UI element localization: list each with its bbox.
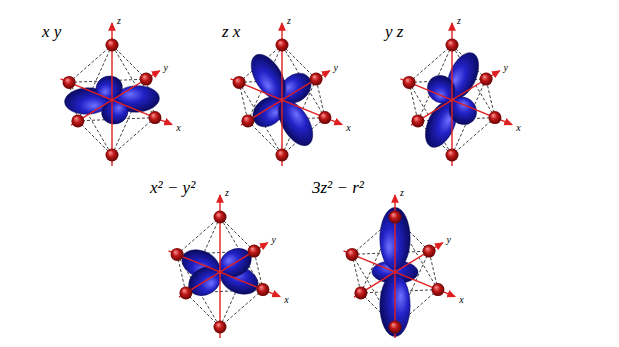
- ligand-ball: [248, 245, 261, 258]
- orbital-lobe: [272, 95, 320, 152]
- ligand-ball: [403, 76, 416, 89]
- orbital-figure: [344, 195, 456, 338]
- axis-label: x: [345, 122, 351, 133]
- ligand-ball: [276, 39, 289, 52]
- ligand-ball: [423, 245, 436, 258]
- ligand-ball: [411, 114, 424, 127]
- ligand-ball: [480, 73, 493, 86]
- ligand-ball: [488, 111, 501, 124]
- octahedron-edge: [186, 293, 220, 327]
- ligand-ball: [346, 248, 359, 261]
- ligand-ball: [214, 211, 227, 224]
- orbital-label: y z: [385, 22, 403, 42]
- axis-label: z: [224, 187, 230, 198]
- axis-label: x: [283, 294, 289, 305]
- ligand-ball: [148, 111, 161, 124]
- orbital-lobe: [244, 49, 292, 106]
- orbital-label: z x: [222, 22, 240, 42]
- ligand-ball: [171, 248, 184, 261]
- axis-label: x: [515, 122, 521, 133]
- axis-label: z: [399, 187, 405, 198]
- axis-arrow: [354, 243, 443, 297]
- orbital-label: 3z² − r²: [312, 178, 364, 198]
- ligand-ball: [389, 211, 402, 224]
- ligand-ball: [71, 114, 84, 127]
- axis-arrow: [71, 71, 160, 125]
- orbital-figure: [169, 195, 281, 338]
- axis-label: z: [286, 15, 292, 26]
- ligand-ball: [446, 39, 459, 52]
- octahedron-edge: [78, 121, 112, 155]
- axis-label: z: [456, 15, 462, 26]
- ligand-ball: [106, 149, 119, 162]
- ligand-ball: [389, 321, 402, 334]
- ligand-ball: [256, 283, 269, 296]
- orbital-lobe: [94, 73, 125, 102]
- octahedron-edge: [220, 217, 254, 251]
- orbital-label: x² − y²: [150, 178, 195, 198]
- orbital-figure: [231, 23, 343, 166]
- ligand-ball: [179, 286, 192, 299]
- axis-label: z: [116, 15, 122, 26]
- ligand-ball: [354, 286, 367, 299]
- ligand-ball: [140, 73, 153, 86]
- ligand-ball: [63, 76, 76, 89]
- orbital-lobe: [99, 98, 130, 127]
- ligand-ball: [446, 149, 459, 162]
- ligand-ball: [106, 39, 119, 52]
- octahedron-edge: [177, 217, 220, 254]
- orbital-figure: [61, 23, 173, 166]
- ligand-ball: [318, 111, 331, 124]
- axis-arrow: [179, 243, 268, 297]
- orbital-lobe: [422, 70, 461, 109]
- ligand-ball: [431, 283, 444, 296]
- octahedron-edge: [112, 45, 146, 79]
- axis-label: y: [270, 234, 276, 245]
- axis-label: y: [445, 234, 451, 245]
- axis-label: y: [502, 62, 508, 73]
- axis-arrow: [241, 71, 330, 125]
- ligand-ball: [276, 149, 289, 162]
- ligand-ball: [241, 114, 254, 127]
- orbital-label: x y: [42, 22, 61, 42]
- ligand-ball: [233, 76, 246, 89]
- ligand-ball: [214, 321, 227, 334]
- axis-label: x: [458, 294, 464, 305]
- orbital-figure: [401, 23, 513, 166]
- axis-label: y: [162, 62, 168, 73]
- ligand-ball: [310, 73, 323, 86]
- axis-label: x: [175, 122, 181, 133]
- axis-label: y: [332, 62, 338, 73]
- octahedron-edge: [220, 290, 263, 327]
- axis-arrow: [411, 71, 500, 125]
